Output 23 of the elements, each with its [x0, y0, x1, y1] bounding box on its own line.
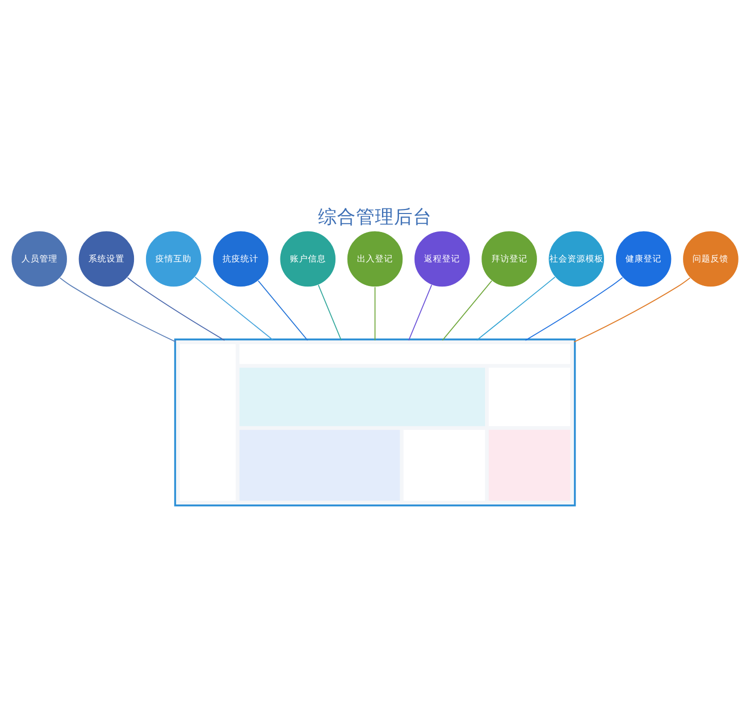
node-circle: 出入登记 — [346, 230, 404, 287]
node-circle: 疫情互助 — [145, 230, 202, 287]
connector — [574, 276, 690, 342]
node-circle: 人员管理 — [11, 230, 68, 287]
connector — [60, 276, 176, 342]
connector — [408, 284, 432, 340]
connector — [476, 276, 556, 340]
node-circle: 抗疫统计 — [212, 230, 269, 287]
connector — [374, 286, 376, 340]
connector — [258, 280, 308, 340]
node-circle: 社会资源模板 — [548, 230, 605, 287]
node-circle: 账户信息 — [280, 230, 336, 287]
node-circle: 健康登记 — [615, 230, 672, 287]
connector — [127, 276, 225, 340]
node-circle: 问题反馈 — [682, 230, 739, 287]
node-circle: 系统设置 — [78, 230, 135, 287]
node-circle: 拜访登记 — [481, 230, 538, 287]
diagram-title: 综合管理后台 — [318, 206, 432, 228]
connector — [318, 284, 342, 340]
connector — [194, 276, 274, 340]
node-circle: 返程登记 — [414, 230, 470, 287]
connector — [525, 276, 623, 340]
connector — [442, 280, 492, 340]
